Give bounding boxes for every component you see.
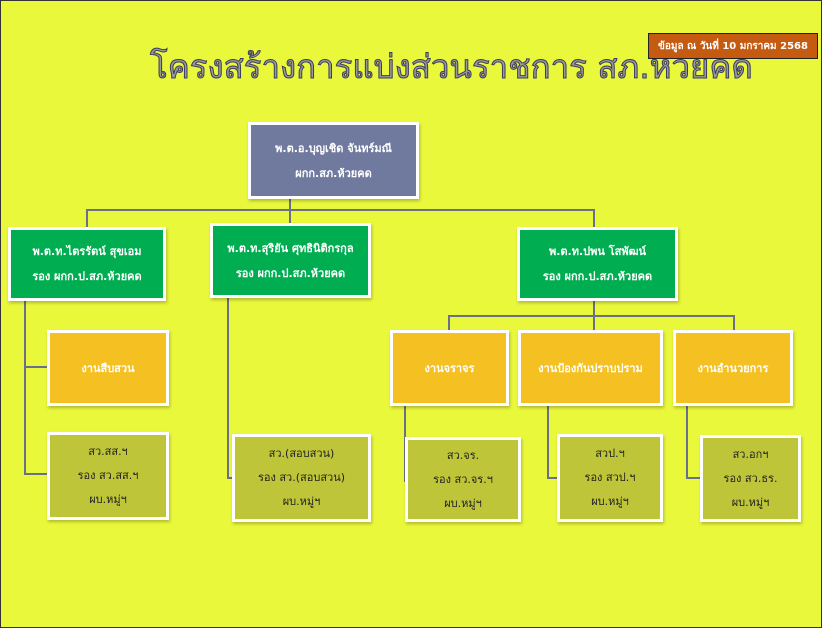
deputy-box: พ.ต.ท.สุริยัน ศุทธินิติกรกุล รอง ผกก.ป.ส… — [210, 223, 371, 298]
connector — [686, 477, 701, 479]
deputy-name: พ.ต.ท.ไตรรัตน์ สุขเอม — [32, 245, 142, 258]
unit-box: งานสืบสวน — [47, 330, 169, 406]
connector — [733, 315, 735, 331]
connector — [86, 209, 88, 227]
staff-line: ผบ.หมู่ฯ — [282, 495, 321, 508]
staff-box: สว.อกฯ รอง สว.ธร. ผบ.หมู่ฯ — [700, 435, 801, 522]
connector — [24, 300, 26, 475]
connector — [24, 366, 48, 368]
chief-name: พ.ต.อ.บุญเชิด จันทร์มณี — [275, 141, 392, 155]
staff-line: ผบ.หมู่ฯ — [89, 493, 127, 506]
connector — [227, 297, 229, 479]
staff-line: สว.(สอบสวน) — [268, 447, 335, 460]
staff-line: ผบ.หมู่ฯ — [444, 496, 482, 510]
connector — [448, 315, 450, 331]
staff-line: รอง สว.(สอบสวน) — [257, 471, 346, 484]
connector — [227, 477, 233, 479]
staff-box: สวป.ฯ รอง สวป.ฯ ผบ.หมู่ฯ — [557, 434, 663, 522]
deputy-box: พ.ต.ท.ปพน โสพัฒน์ รอง ผกก.ป.สภ.ห้วยคด — [517, 227, 678, 301]
connector — [686, 405, 688, 479]
staff-line: รอง สว.สส.ฯ — [77, 469, 139, 482]
unit-box: งานป้องกันปราบปราม — [518, 330, 663, 406]
page-title: โครงสร้างการแบ่งส่วนราชการ สภ.ห้วยคด — [150, 47, 754, 87]
staff-line: สว.อกฯ — [732, 447, 769, 461]
staff-line: ผบ.หมู่ฯ — [591, 495, 629, 508]
staff-line: รอง สว.ธร. — [723, 471, 778, 485]
connector — [24, 473, 48, 475]
staff-line: ผบ.หมู่ฯ — [731, 495, 770, 509]
staff-box: สว.สส.ฯ รอง สว.สส.ฯ ผบ.หมู่ฯ — [47, 432, 169, 520]
unit-label: งานสืบสวน — [81, 361, 135, 375]
unit-label: งานอำนวยการ — [697, 361, 769, 375]
unit-box: งานจราจร — [390, 330, 509, 406]
staff-box: สว.จร. รอง สว.จร.ฯ ผบ.หมู่ฯ — [405, 437, 521, 522]
deputy-position: รอง ผกก.ป.สภ.ห้วยคด — [542, 270, 653, 283]
connector — [547, 477, 558, 479]
deputy-name: พ.ต.ท.สุริยัน ศุทธินิติกรกุล — [227, 241, 354, 255]
deputy-name: พ.ต.ท.ปพน โสพัฒน์ — [548, 245, 647, 258]
unit-box: งานอำนวยการ — [673, 330, 793, 406]
deputy-position: รอง ผกก.ป.สภ.ห้วยคด — [32, 270, 142, 283]
connector — [86, 209, 595, 211]
connector — [289, 209, 291, 223]
deputy-box: พ.ต.ท.ไตรรัตน์ สุขเอม รอง ผกก.ป.สภ.ห้วยค… — [8, 227, 166, 301]
staff-line: รอง สวป.ฯ — [584, 471, 636, 484]
staff-line: รอง สว.จร.ฯ — [433, 472, 493, 486]
date-badge: ข้อมูล ณ วันที่ 10 มกราคม 2568 — [648, 33, 818, 59]
connector — [448, 315, 735, 317]
connector — [593, 300, 595, 316]
unit-label: งานจราจร — [424, 361, 475, 375]
connector — [547, 405, 549, 479]
chief-box: พ.ต.อ.บุญเชิด จันทร์มณี ผกก.สภ.ห้วยคด — [248, 122, 419, 199]
chief-position: ผกก.สภ.ห้วยคด — [295, 166, 372, 180]
connector — [289, 198, 291, 210]
staff-line: สวป.ฯ — [595, 447, 625, 460]
unit-label: งานป้องกันปราบปราม — [538, 361, 643, 375]
deputy-position: รอง ผกก.ป.สภ.ห้วยคด — [235, 266, 346, 280]
connector — [593, 315, 595, 331]
staff-line: สว.สส.ฯ — [88, 445, 128, 458]
staff-box: สว.(สอบสวน) รอง สว.(สอบสวน) ผบ.หมู่ฯ — [232, 434, 371, 522]
connector — [593, 209, 595, 227]
staff-line: สว.จร. — [446, 448, 480, 462]
